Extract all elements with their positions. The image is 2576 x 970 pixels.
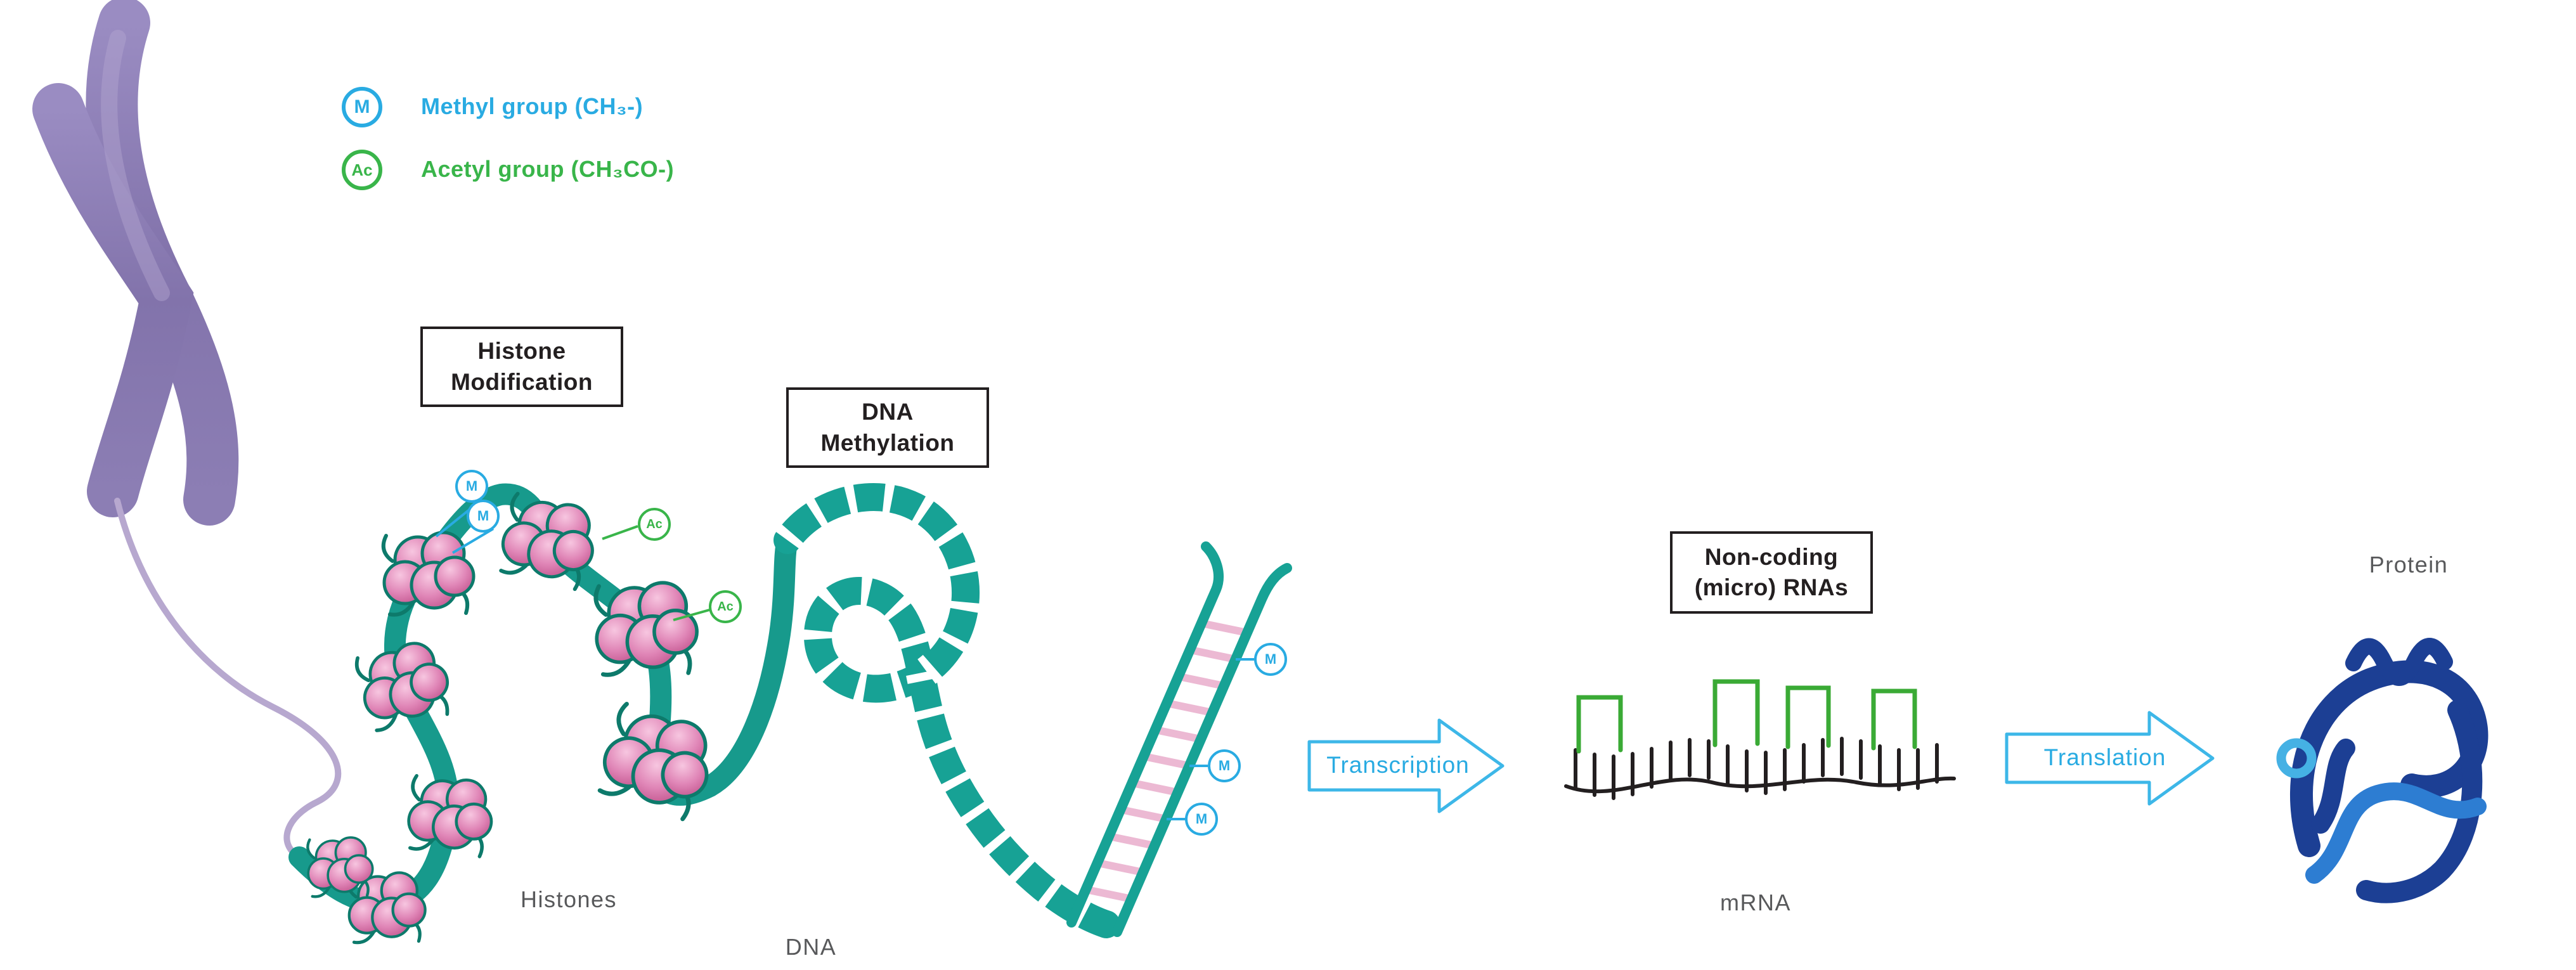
dna-rail-left: [1066, 541, 1224, 928]
methyl-badge-icon: M: [1185, 803, 1218, 836]
translation-arrow: [2005, 711, 2215, 806]
dna-rungs: [1082, 619, 1251, 903]
acetyl-badge-icon: Ac: [638, 508, 671, 541]
legend-methyl-label: Methyl group (CH₃-): [421, 93, 644, 119]
legend-acetyl-icon: Ac: [342, 150, 382, 190]
mrna-label: mRNA: [1720, 889, 1791, 915]
transcription-arrow: [1307, 718, 1505, 813]
dna-rail-right: [1112, 563, 1292, 937]
histones-label: Histones: [520, 886, 618, 912]
transcription-arrow-label: Transcription: [1326, 752, 1470, 778]
dna-ladder: [1066, 541, 1292, 937]
methyl-badge-icon: M: [467, 500, 500, 533]
chromosome: [32, 0, 239, 526]
protein-ribbon: [2276, 638, 2489, 903]
histone-cluster: [384, 533, 474, 615]
legend-methyl-icon: M: [342, 87, 382, 127]
methyl-badge-icon: M: [1254, 643, 1287, 676]
mrna-structure: [1564, 679, 1956, 800]
mrna-bases: [1574, 737, 1939, 800]
legend-acetyl-label: Acetyl group (CH₃CO-): [421, 156, 675, 182]
mrna-noncoding-hairpins: [1576, 679, 1917, 754]
histone-cluster: [404, 773, 496, 859]
dna-helix: [773, 482, 1120, 939]
translation-arrow-label: Translation: [2043, 744, 2166, 770]
nucleosomes: [307, 490, 722, 943]
histone-cluster: [354, 638, 455, 732]
legend-methyl-symbol: M: [354, 96, 370, 117]
methyl-badge-icon: M: [1208, 749, 1241, 782]
dna-label: DNA: [785, 934, 837, 960]
dna-methylation-box: DNA Methylation: [786, 387, 989, 468]
methyl-badge-icon: M: [455, 470, 488, 503]
legend-acetyl-symbol: Ac: [351, 160, 373, 179]
acetyl-badge-icon: Ac: [709, 590, 742, 623]
chromatin-tail: [114, 498, 342, 860]
histone-cluster: [593, 699, 723, 824]
protein-label: Protein: [2369, 552, 2449, 578]
histone-modification-text: Histone Modification: [451, 338, 593, 395]
histone-modification-box: Histone Modification: [420, 327, 623, 407]
dna-methylation-text: DNA Methylation: [820, 399, 955, 456]
noncoding-rnas-box: Non-coding (micro) RNAs: [1670, 531, 1873, 614]
mrna-backbone: [1564, 776, 1956, 794]
methyl-connector-ticks: [1167, 658, 1254, 820]
acetyl-badge-ticks: [602, 525, 710, 621]
noncoding-rnas-text: Non-coding (micro) RNAs: [1694, 543, 1849, 600]
